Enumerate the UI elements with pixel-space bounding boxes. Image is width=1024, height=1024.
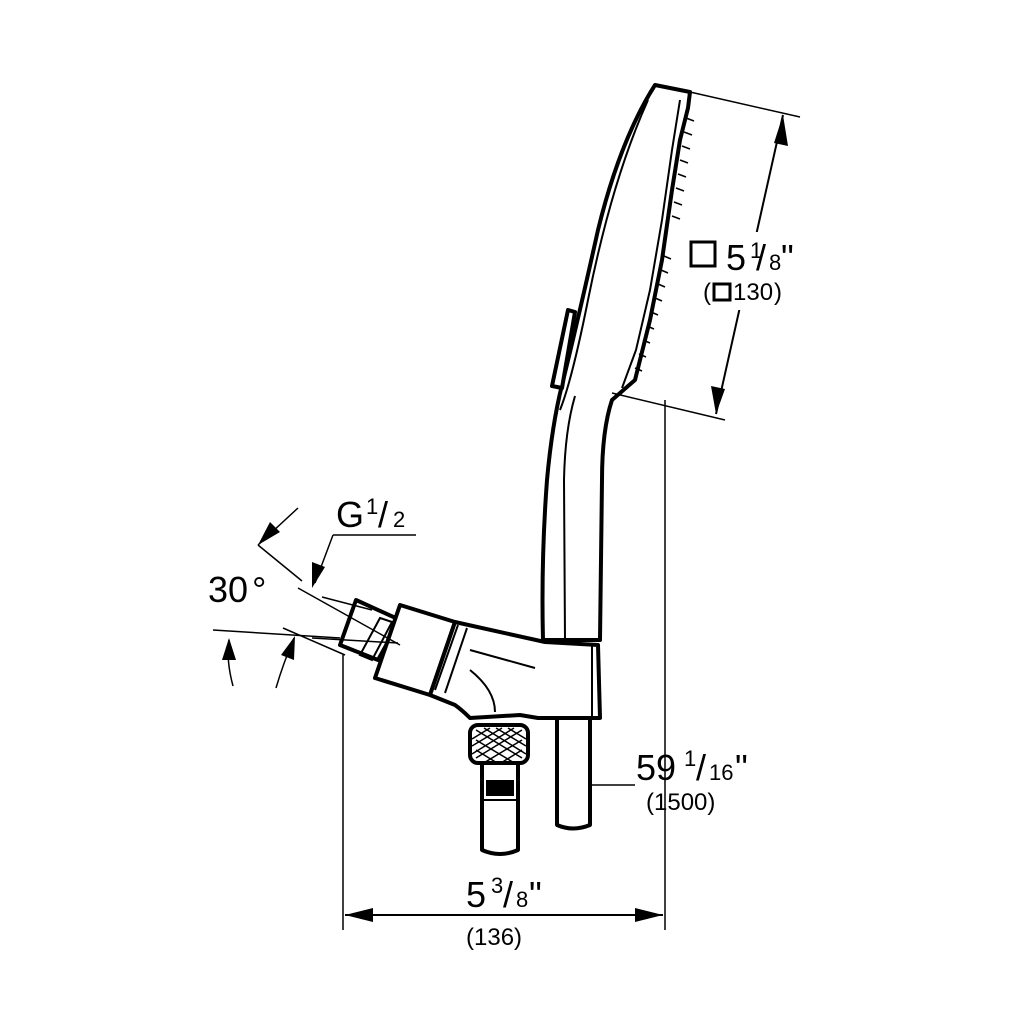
svg-text:/: / [503, 874, 513, 915]
width-sub: 8 [516, 887, 528, 912]
head-size-sup: 1 [750, 238, 762, 263]
hose-stub [555, 716, 592, 831]
svg-text:/: / [756, 237, 766, 278]
hose-connector [480, 761, 520, 856]
hose-length-unit: " [735, 747, 748, 788]
thread-callout: G 1 / 2 [312, 494, 416, 588]
angle-unit: ° [252, 569, 266, 610]
hose-length-metric: (1500) [646, 789, 715, 816]
arrowhead [711, 386, 725, 414]
handle-inner-line [562, 395, 576, 641]
arrowhead [774, 115, 788, 146]
arrowhead [281, 636, 295, 660]
square-size-icon-small [712, 282, 732, 302]
body-inner-contour [559, 99, 649, 411]
brand-mark-icon [486, 780, 514, 796]
head-size-metric: 130 [733, 279, 773, 306]
hose-length-sub: 16 [709, 760, 733, 785]
hand-shower-body [540, 83, 692, 642]
svg-text:/: / [696, 747, 706, 788]
square-size-icon [689, 240, 717, 268]
svg-text:(: ( [703, 279, 711, 306]
hand-shower [540, 83, 695, 642]
holder-elbow-body [428, 620, 602, 720]
wall-holder [338, 598, 602, 856]
hose-length-main: 59 [636, 747, 676, 788]
arrowhead [222, 638, 236, 660]
head-size-unit: " [781, 237, 794, 278]
svg-text:/: / [378, 494, 388, 535]
dimension-hose-length: 59 1 / 16 " (1500) [590, 400, 748, 930]
thread-main: G [336, 494, 364, 535]
angle-value: 30 [208, 569, 248, 610]
knurl-pattern [471, 727, 527, 767]
head-size-sub: 8 [769, 250, 781, 275]
svg-text:): ) [774, 279, 782, 306]
width-main: 5 [466, 874, 486, 915]
head-size-main: 5 [726, 237, 746, 278]
arrowhead [345, 908, 373, 922]
head-face-line [621, 99, 681, 389]
arrowhead [312, 562, 325, 588]
angle-callout: 30 ° [208, 507, 401, 689]
dimension-head-size: 5 1 / 8 " ( 130 ) [611, 91, 801, 421]
width-unit: " [529, 874, 542, 915]
spray-switch-button [550, 308, 577, 390]
arrowhead [635, 908, 663, 922]
dimension-width: 5 3 / 8 " (136) [342, 655, 663, 951]
nozzle-rows [634, 117, 695, 372]
width-sup: 3 [491, 873, 503, 898]
arrowhead [258, 522, 280, 545]
hose-length-sup: 1 [684, 746, 696, 771]
width-metric: (136) [466, 924, 522, 951]
thread-sup: 1 [366, 494, 378, 519]
thread-sub: 2 [393, 507, 405, 532]
